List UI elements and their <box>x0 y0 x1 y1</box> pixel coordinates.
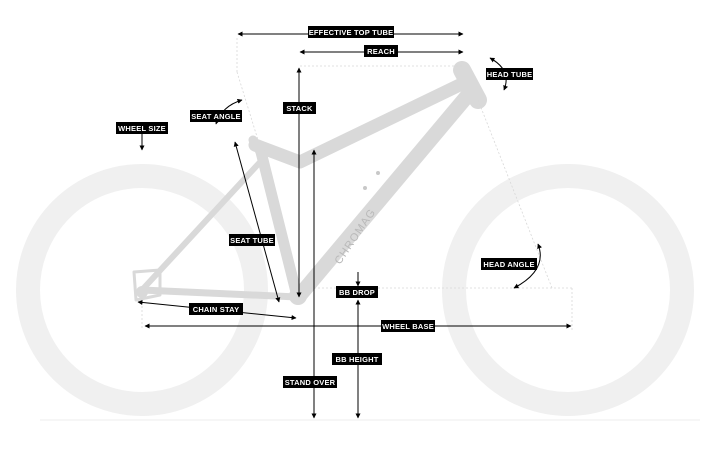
label-head-angle: HEAD ANGLE <box>481 258 537 270</box>
svg-text:SEAT ANGLE: SEAT ANGLE <box>191 112 241 121</box>
svg-text:WHEEL BASE: WHEEL BASE <box>382 322 434 331</box>
svg-text:REACH: REACH <box>367 47 395 56</box>
svg-text:BB HEIGHT: BB HEIGHT <box>335 355 378 364</box>
svg-text:EFFECTIVE TOP TUBE: EFFECTIVE TOP TUBE <box>309 28 394 37</box>
label-seat-angle: SEAT ANGLE <box>190 110 242 122</box>
svg-text:BB DROP: BB DROP <box>339 288 375 297</box>
label-head-tube: HEAD TUBE <box>486 68 533 80</box>
label-stand-over: STAND OVER <box>283 376 337 388</box>
label-seat-tube: SEAT TUBE <box>229 234 275 246</box>
label-effective-top-tube: EFFECTIVE TOP TUBE <box>308 26 394 38</box>
label-reach: REACH <box>364 45 398 57</box>
svg-text:SEAT TUBE: SEAT TUBE <box>230 236 274 245</box>
label-bb-drop: BB DROP <box>336 286 378 298</box>
label-wheel-base: WHEEL BASE <box>381 320 435 332</box>
label-wheel-size: WHEEL SIZE <box>116 122 168 134</box>
svg-text:CHAIN STAY: CHAIN STAY <box>193 305 240 314</box>
svg-text:HEAD TUBE: HEAD TUBE <box>487 70 533 79</box>
label-stack: STACK <box>283 102 316 114</box>
svg-text:WHEEL SIZE: WHEEL SIZE <box>118 124 166 133</box>
front-wheel <box>442 164 694 416</box>
svg-text:STACK: STACK <box>286 104 313 113</box>
svg-text:HEAD ANGLE: HEAD ANGLE <box>483 260 534 269</box>
label-bb-height: BB HEIGHT <box>332 353 382 365</box>
svg-text:STAND OVER: STAND OVER <box>285 378 336 387</box>
label-chain-stay: CHAIN STAY <box>189 303 243 315</box>
